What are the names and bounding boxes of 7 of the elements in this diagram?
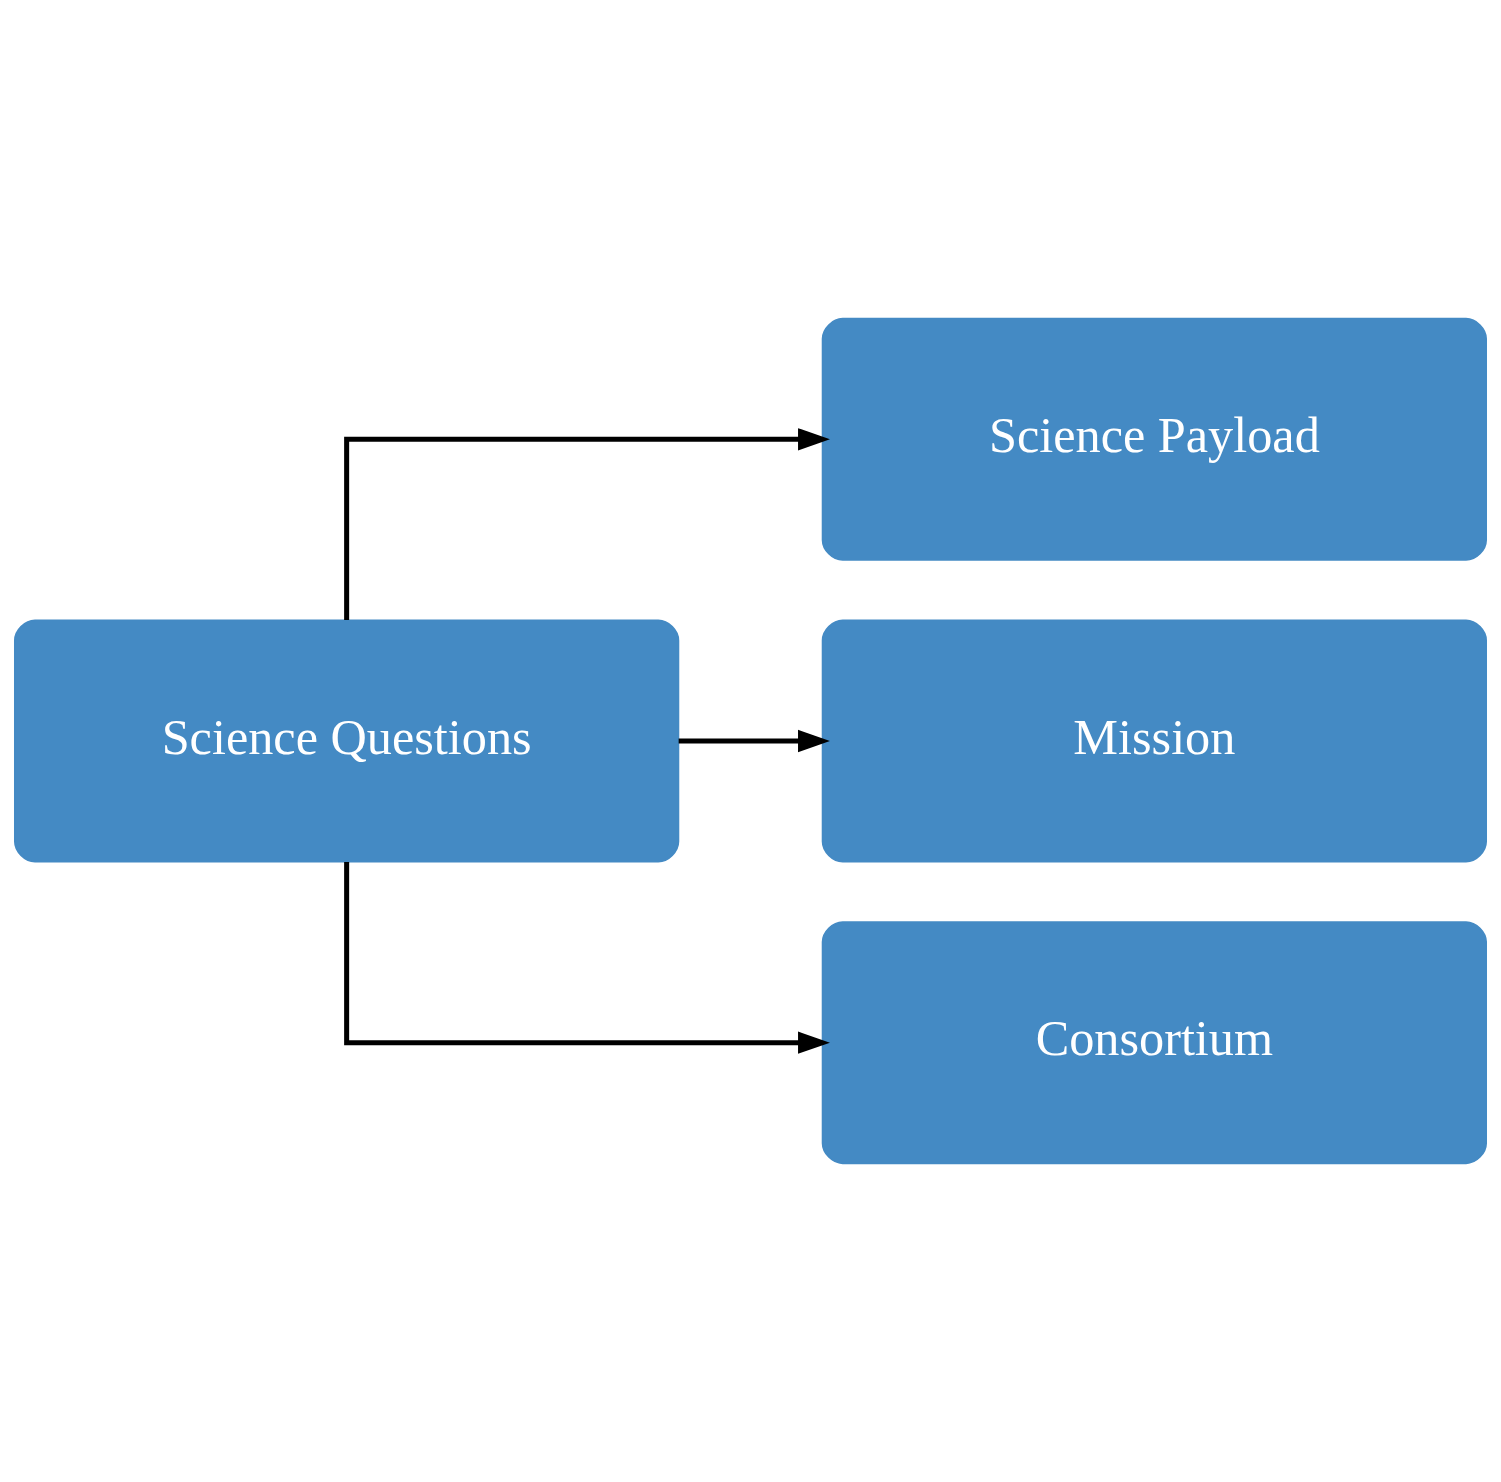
node-box: Consortium: [821, 921, 1487, 1165]
node-box: Science Payload: [821, 317, 1487, 561]
node-box: Science Questions: [14, 619, 680, 863]
arrow: [344, 428, 830, 621]
node-box: Mission: [821, 619, 1487, 863]
arrow: [344, 861, 830, 1054]
arrow: [678, 729, 830, 753]
